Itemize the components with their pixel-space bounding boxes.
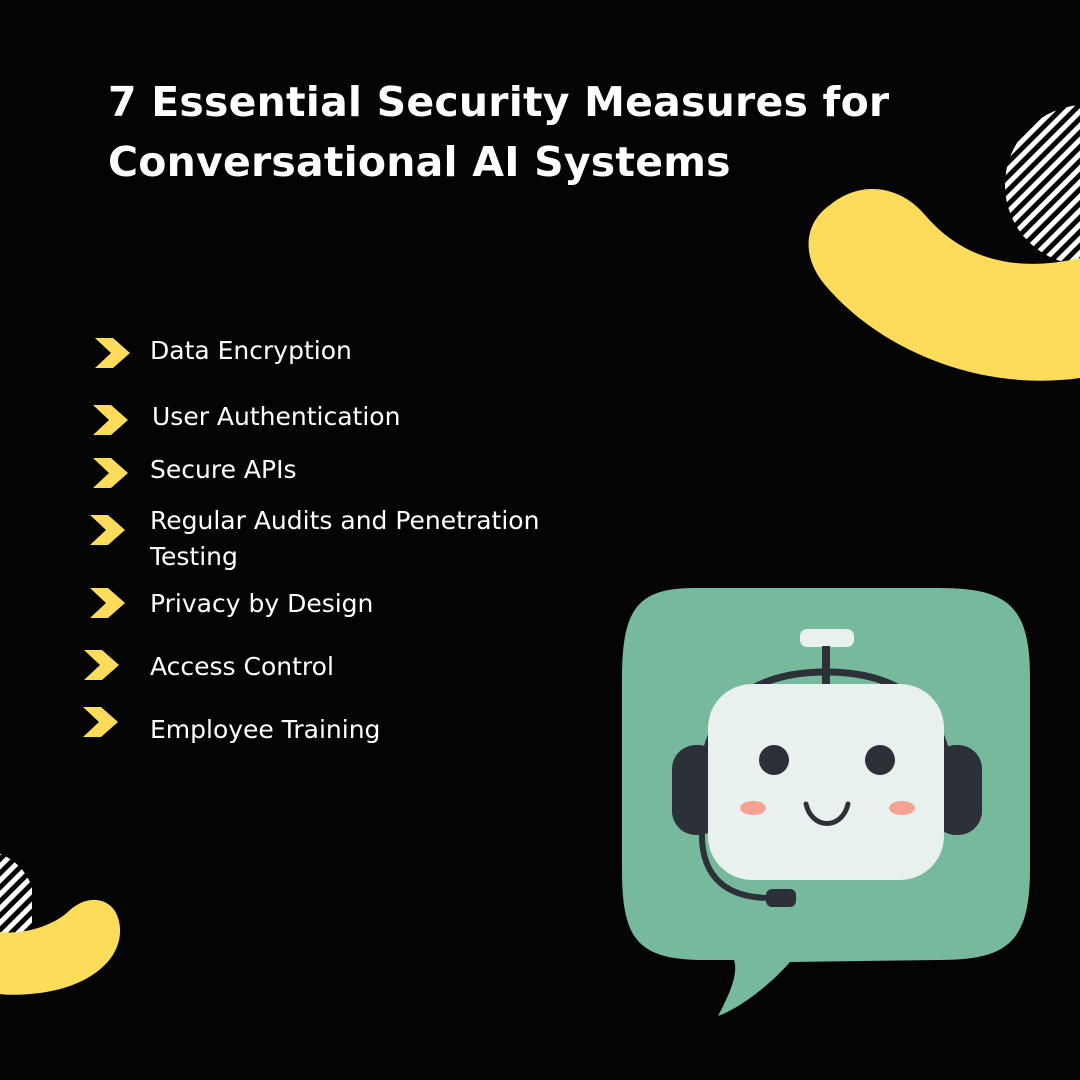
- chatbot-robot-icon: [622, 588, 1030, 1016]
- antenna-tip: [800, 629, 854, 647]
- yellow-blob-top: [808, 188, 1080, 381]
- yellow-blob-bottom: [0, 899, 121, 995]
- microphone-boom: [698, 829, 771, 901]
- left-eye: [759, 745, 789, 775]
- chevron-right-icon: [93, 458, 128, 488]
- page-title: 7 Essential Security Measures for Conver…: [108, 78, 890, 186]
- striped-circle-bottom: [0, 850, 32, 960]
- smile: [803, 801, 851, 826]
- list-item-label: Employee Training: [150, 715, 381, 744]
- list-item-label: Privacy by Design: [150, 589, 374, 618]
- left-cheek: [740, 801, 766, 815]
- right-cheek: [889, 801, 915, 815]
- striped-circle-top: [1005, 105, 1080, 265]
- right-earpiece: [932, 745, 982, 835]
- chevron-right-icon: [83, 707, 118, 737]
- right-eye: [865, 745, 895, 775]
- chevron-right-icon: [90, 515, 125, 545]
- list-item-label: Regular Audits and Penetration Testing: [150, 506, 540, 571]
- list-item-label: Access Control: [150, 652, 334, 681]
- list-item-label: Secure APIs: [150, 455, 297, 484]
- chevron-right-icon: [95, 338, 130, 368]
- list-item-label: Data Encryption: [150, 336, 352, 365]
- chevron-right-icon: [93, 405, 128, 435]
- robot-face: [708, 684, 944, 880]
- microphone: [766, 889, 796, 907]
- list-item-label: User Authentication: [152, 402, 401, 431]
- antenna-stem: [822, 646, 830, 686]
- chevron-right-icon: [90, 588, 125, 618]
- chevron-right-icon: [84, 650, 119, 680]
